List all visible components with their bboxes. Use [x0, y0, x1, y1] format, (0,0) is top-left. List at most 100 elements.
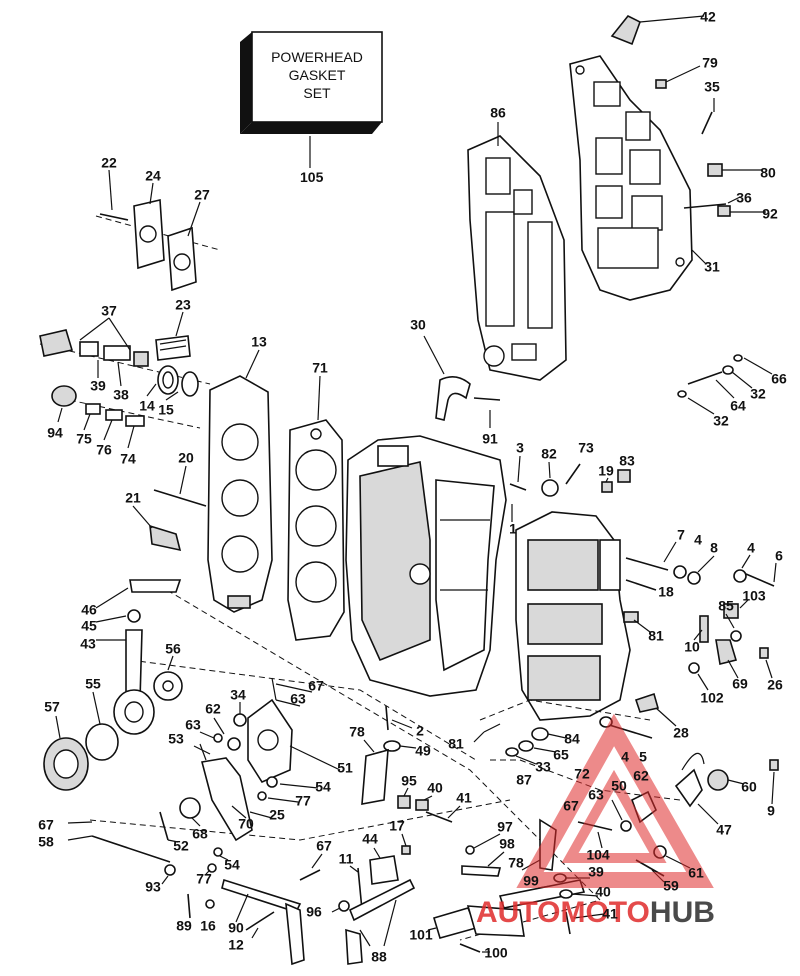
callout-89: 89: [176, 918, 192, 934]
callout-67: 67: [308, 678, 324, 694]
callout-78: 78: [508, 855, 524, 871]
callout-25: 25: [269, 807, 285, 823]
callout-17: 17: [389, 818, 405, 834]
callout-67: 67: [563, 798, 579, 814]
callout-102: 102: [700, 690, 724, 706]
callout-32: 32: [750, 386, 766, 402]
callout-60: 60: [741, 779, 757, 795]
callout-78: 78: [349, 724, 365, 740]
callout-36: 36: [736, 190, 752, 206]
callout-71: 71: [312, 360, 328, 376]
callout-90: 90: [228, 920, 244, 936]
callout-3: 3: [516, 440, 524, 456]
watermark-brand-c: HUB: [650, 896, 715, 929]
exhaust-gasket: [467, 122, 567, 381]
callout-100: 100: [484, 945, 508, 961]
watermark-brand-b: MOTO: [560, 896, 649, 929]
assembly-frames: [89, 579, 681, 941]
callout-20: 20: [178, 450, 194, 466]
callout-77: 77: [196, 871, 212, 887]
callout-8: 8: [710, 540, 718, 556]
callout-28: 28: [673, 725, 689, 741]
callout-47: 47: [716, 822, 732, 838]
gasket-set-box: POWERHEAD GASKET SET 105: [240, 31, 383, 185]
callout-11: 11: [339, 851, 354, 867]
callout-40: 40: [595, 884, 611, 900]
bypass-cover: [95, 169, 221, 292]
callout-66: 66: [771, 371, 787, 387]
callout-65: 65: [553, 747, 569, 763]
callout-18: 18: [658, 584, 674, 600]
callout-24: 24: [145, 168, 161, 184]
callout-82: 82: [541, 446, 557, 462]
watermark: [516, 713, 714, 888]
callout-27: 27: [194, 187, 210, 203]
callout-57: 57: [44, 699, 60, 715]
callout-75: 75: [76, 431, 92, 447]
callout-99: 99: [523, 873, 539, 889]
callout-43: 43: [80, 636, 96, 652]
callout-81: 81: [648, 628, 664, 644]
callout-92: 92: [762, 206, 778, 222]
callout-55: 55: [85, 676, 101, 692]
callout-73: 73: [578, 440, 594, 456]
center-linkage: [285, 705, 461, 966]
callout-84: 84: [564, 731, 580, 747]
callout-44: 44: [362, 831, 378, 847]
callout-39: 39: [588, 864, 604, 880]
callout-21: 21: [125, 490, 141, 506]
svg-text:AUTOMOTOHUB: AUTOMOTOHUB: [476, 896, 715, 929]
callout-77: 77: [295, 793, 311, 809]
callout-70: 70: [238, 816, 254, 832]
callout-93: 93: [145, 879, 161, 895]
callout-45: 45: [81, 618, 97, 634]
callout-49: 49: [415, 743, 431, 759]
callout-95: 95: [401, 773, 417, 789]
watermark-triangle: [516, 713, 714, 888]
callout-79: 79: [702, 55, 718, 71]
callout-85: 85: [718, 598, 734, 614]
callout-33: 33: [535, 759, 551, 775]
callout-50: 50: [611, 778, 627, 794]
callout-72: 72: [574, 766, 590, 782]
gasket-line-3: SET: [303, 85, 331, 101]
watermark-brand-a: AUTO: [476, 896, 560, 929]
callout-34: 34: [230, 687, 246, 703]
cylinder-head: [132, 349, 273, 613]
callout-2: 2: [416, 723, 424, 739]
callout-58: 58: [38, 834, 54, 850]
callout-15: 15: [158, 402, 174, 418]
callout-62: 62: [633, 768, 649, 784]
callout-26: 26: [767, 677, 783, 693]
callout-37: 37: [101, 303, 117, 319]
callout-67: 67: [316, 838, 332, 854]
callout-labels: 4279358680369231222427233713306632643239…: [38, 9, 787, 965]
callout-7: 7: [677, 527, 685, 543]
callout-14: 14: [139, 398, 155, 414]
right-studs: [677, 354, 773, 415]
callout-103: 103: [742, 588, 766, 604]
callout-54: 54: [224, 857, 240, 873]
callout-32: 32: [713, 413, 729, 429]
callout-41: 41: [456, 790, 472, 806]
watermark-text: AUTOMOTOHUB: [476, 896, 715, 929]
callout-46: 46: [81, 602, 97, 618]
callout-98: 98: [499, 836, 515, 852]
gasket-line-1: POWERHEAD: [271, 49, 363, 65]
callout-86: 86: [490, 105, 506, 121]
callout-16: 16: [200, 918, 216, 934]
callout-31: 31: [704, 259, 720, 275]
callout-76: 76: [96, 442, 112, 458]
callout-61: 61: [688, 865, 704, 881]
callout-81: 81: [448, 736, 464, 752]
callout-41: 41: [602, 906, 618, 922]
exhaust-cover-plate: [569, 14, 766, 301]
callout-74: 74: [120, 451, 136, 467]
callout-42: 42: [700, 9, 716, 25]
callout-52: 52: [173, 838, 189, 854]
callout-83: 83: [619, 453, 635, 469]
callout-12: 12: [228, 937, 244, 953]
callout-51: 51: [337, 760, 353, 776]
callout-19: 19: [598, 463, 614, 479]
gasket-callout: 105: [300, 169, 324, 185]
